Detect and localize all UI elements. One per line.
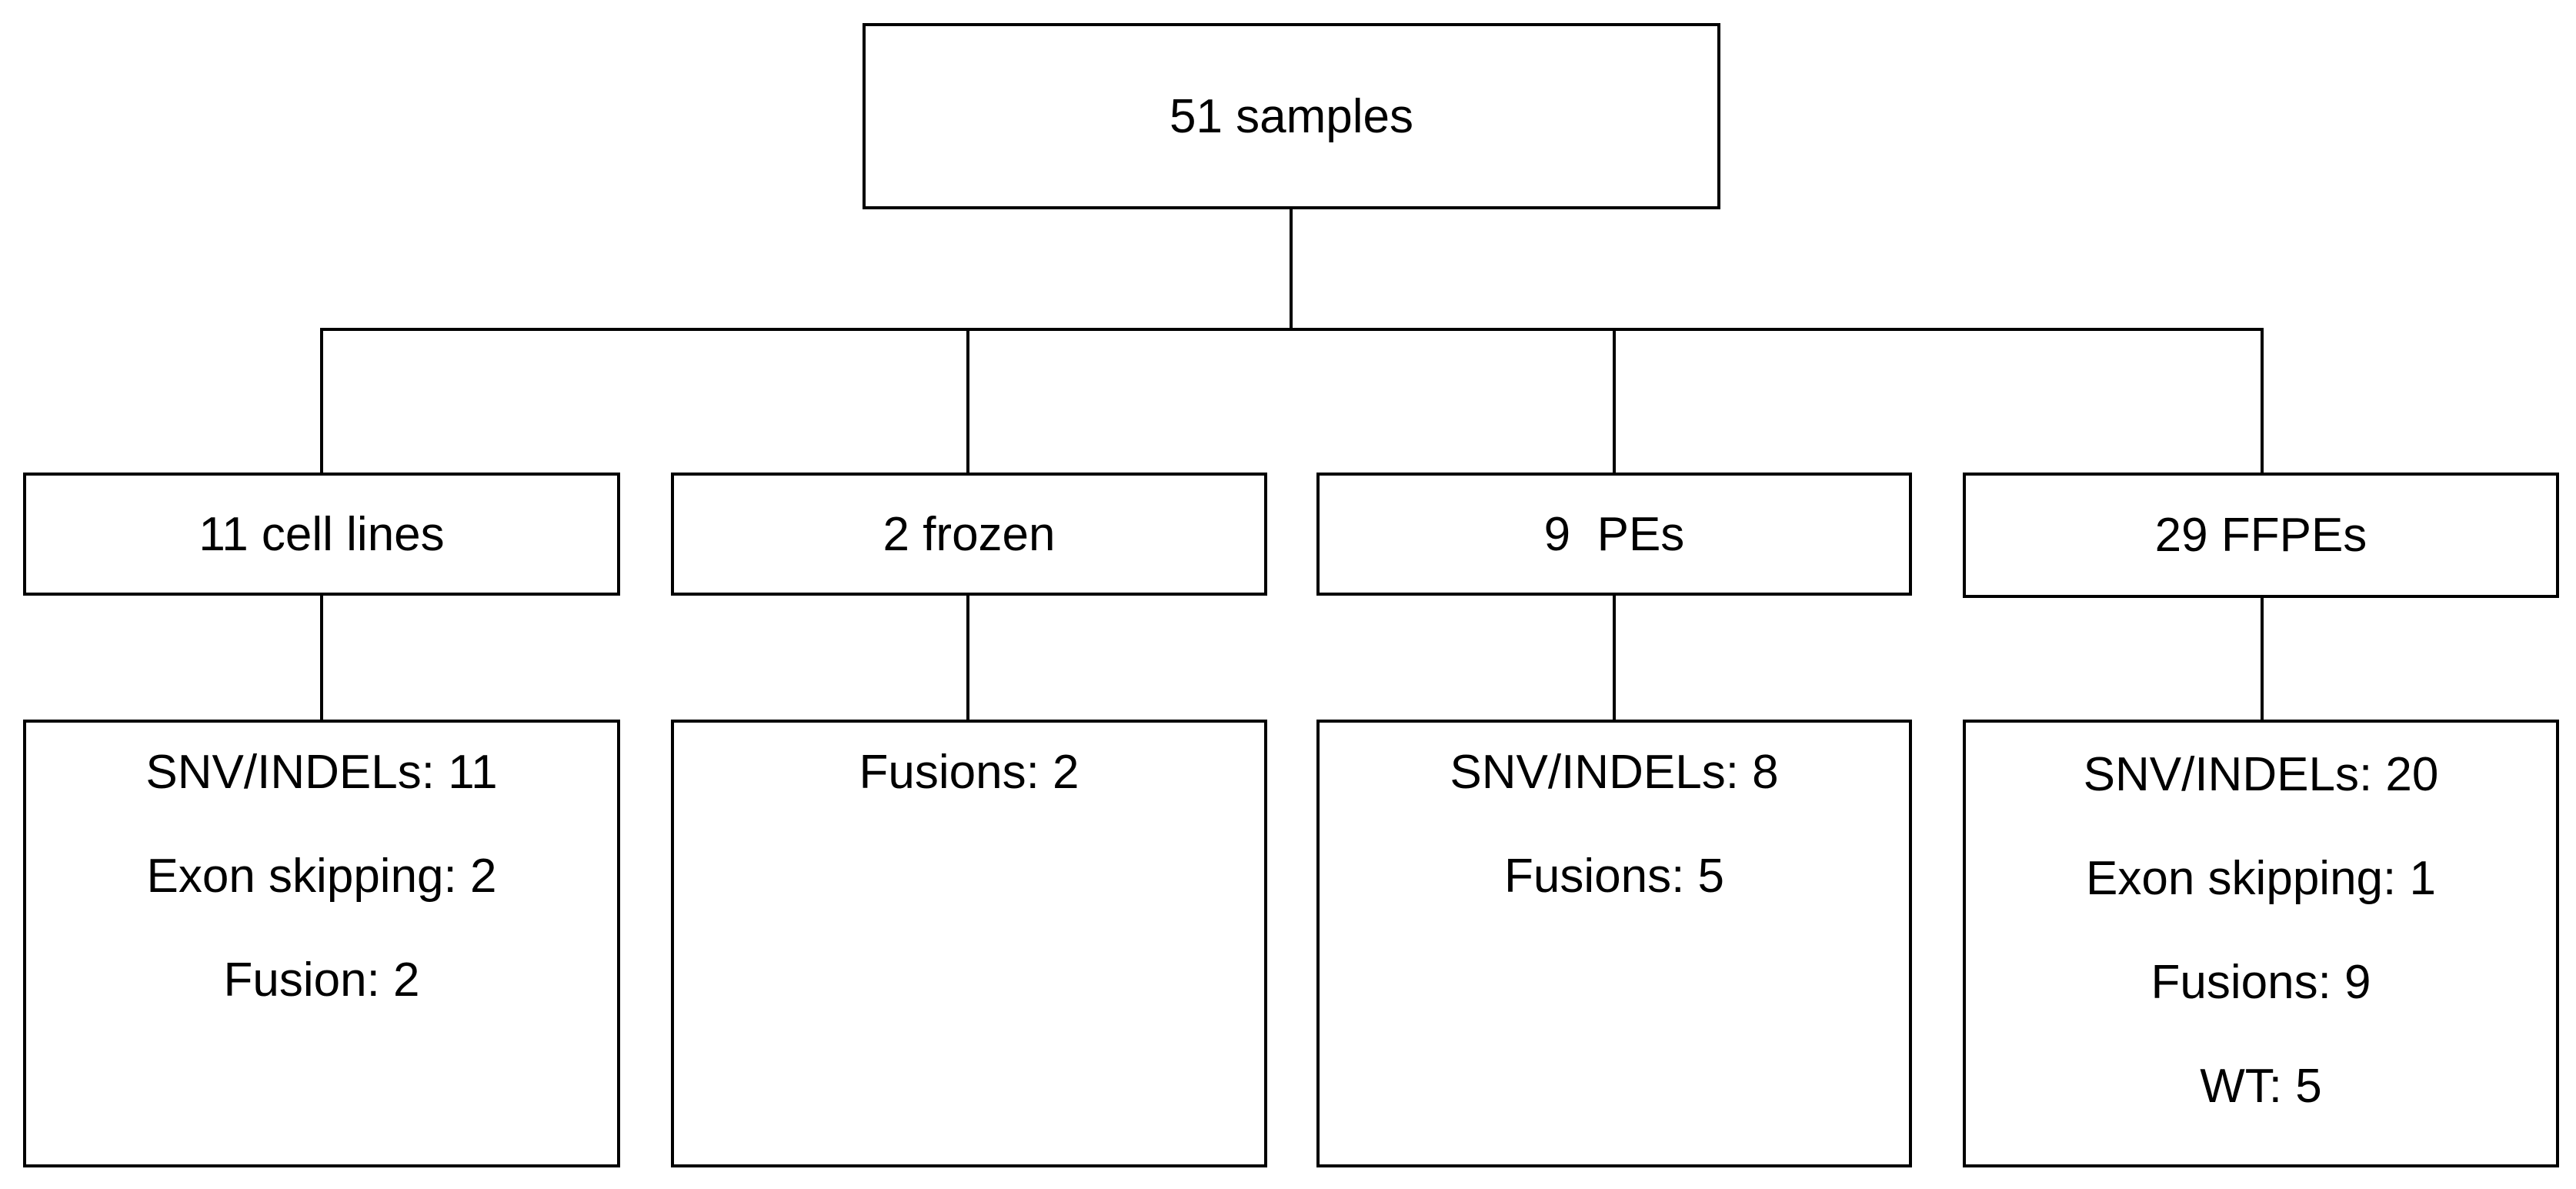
- detail-item: Fusions: 5: [1503, 850, 1725, 903]
- branch-drop-line-cell-lines: [320, 328, 323, 473]
- detail-box-cell-lines: SNV/INDELs: 11 Exon skipping: 2 Fusion: …: [23, 720, 620, 1167]
- detail-link-line-pes: [1613, 596, 1616, 720]
- detail-item: SNV/INDELs: 8: [1450, 746, 1779, 799]
- branch-drop-line-pes: [1613, 328, 1616, 473]
- detail-link-line-cell-lines: [320, 596, 323, 720]
- root-node: 51 samples: [863, 23, 1720, 209]
- detail-link-line-frozen: [966, 596, 969, 720]
- category-node-pes: 9 PEs: [1316, 473, 1912, 596]
- detail-item: SNV/INDELs: 11: [145, 746, 498, 799]
- detail-item: WT: 5: [2200, 1060, 2322, 1113]
- detail-box-frozen: Fusions: 2: [671, 720, 1267, 1167]
- root-node-label: 51 samples: [1169, 89, 1414, 143]
- detail-box-pes: SNV/INDELs: 8 Fusions: 5: [1316, 720, 1912, 1167]
- branch-horizontal-line: [320, 328, 2264, 331]
- root-stem-line: [1290, 209, 1293, 331]
- branch-drop-line-frozen: [966, 328, 969, 473]
- category-label: 9 PEs: [1543, 507, 1685, 561]
- detail-link-line-ffpes: [2261, 598, 2264, 720]
- detail-item: Fusions: 9: [2151, 956, 2371, 1009]
- detail-item: Fusion: 2: [223, 954, 420, 1007]
- branch-drop-line-ffpes: [2261, 328, 2264, 473]
- detail-item: Fusions: 2: [859, 746, 1079, 799]
- category-node-frozen: 2 frozen: [671, 473, 1267, 596]
- detail-box-ffpes: SNV/INDELs: 20 Exon skipping: 1 Fusions:…: [1963, 720, 2559, 1167]
- detail-item: Exon skipping: 1: [2086, 852, 2436, 905]
- detail-item: Exon skipping: 2: [146, 850, 497, 903]
- category-node-cell-lines: 11 cell lines: [23, 473, 620, 596]
- category-node-ffpes: 29 FFPEs: [1963, 473, 2559, 598]
- detail-item: SNV/INDELs: 20: [2083, 748, 2439, 801]
- category-label: 11 cell lines: [199, 507, 445, 561]
- category-label: 29 FFPEs: [2154, 509, 2367, 562]
- category-label: 2 frozen: [883, 507, 1056, 561]
